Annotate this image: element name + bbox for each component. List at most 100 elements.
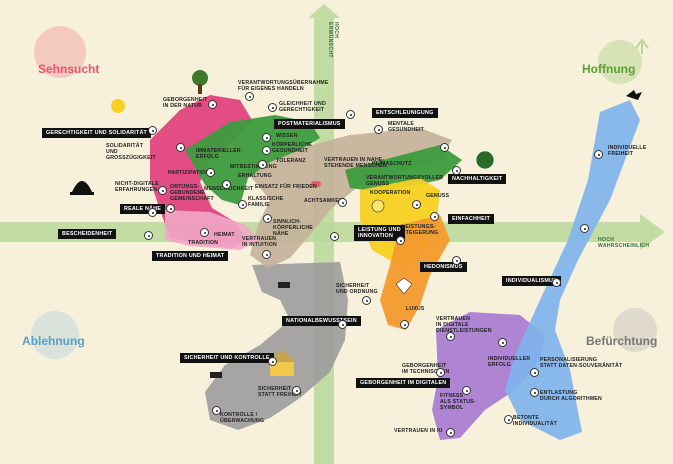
tag-bescheidenheit: BESCHEIDENHEIT [58,229,117,239]
marker-dot [148,126,157,135]
marker-dot [268,103,277,112]
marker-dot [362,296,371,305]
label-gleichheit: GLEICHHEIT UND GERECHTIGKEIT [279,101,326,113]
label-vertrauen-nahe: VERTRAUEN IN NAHE- STEHENDE MENSCHEN [324,157,387,169]
marker-dot [166,204,175,213]
label-klimaschutz: KLIMASCHUTZ [372,161,412,167]
label-tradition: TRADITION [188,240,219,246]
label-personalisierung: PERSONALISIERUNG STATT DATEN-SOUVERÄNITÄ… [540,357,623,369]
label-sinnlich: SINNLICH- KÖRPERLICHE NÄHE [273,219,313,237]
marker-dot [262,133,271,142]
label-vertrauen-intuition: VERTRAUEN IN INTUITION [242,236,277,248]
marker-dot [530,388,539,397]
marker-dot [452,166,461,175]
marker-dot [245,92,254,101]
label-wissen: WISSEN [276,133,298,139]
tag-nationalbewusstsein: NATIONALBEWUSSTSEIN [282,316,361,326]
marker-dot [346,110,355,119]
tag-individualismus: INDIVIDUALISMUS [502,276,561,286]
corner-sehnsucht: Sehnsucht [38,62,100,76]
label-einsatz-frieden: EINSATZ FÜR FRIEDEN [255,184,317,190]
marker-dot [144,231,153,240]
marker-dot [222,180,231,189]
corner-ablehnung: Ablehnung [22,334,85,348]
label-individuelle-freiheit: INDIVIDUELLE FREIHEIT [608,145,647,157]
marker-dot [446,332,455,341]
marker-dot [148,208,157,217]
marker-dot [258,160,267,169]
label-ortungsgebundene: ORTUNGS- GEBUNDENE GEMEINSCHAFT [170,184,214,202]
marker-dot [446,428,455,437]
ablehnung-blob [31,311,79,359]
marker-dot [330,232,339,241]
tag-hedonismus: HEDONISMUS [420,262,467,272]
label-geborgenheit-natur: GEBORGENHEIT IN DER NATUR [163,97,208,109]
axis-label-horizontal: HOCH WAHRSCHEINLICH [598,237,650,249]
bulb-icon [371,199,385,213]
tag-reale-naehe: REALE NÄHE [120,204,166,214]
tag-geborgenheit-digital: GEBORGENHEIT IM DIGITALEN [356,378,451,388]
label-sicherheit-ordnung: SICHERHEIT UND ORDNUNG [336,283,378,295]
marker-dot [206,168,215,177]
label-betonte-individualitaet: BETONTE INDIVIDUALITÄT [513,415,558,427]
globe-icon [475,150,495,170]
marker-dot [498,338,507,347]
marker-dot [176,143,185,152]
label-vertrauen-ki: VERTRAUEN IN KI [394,428,443,434]
label-leistungssteigerung: LEISTUNGS- STEIGERUNG [402,224,439,236]
tag-tradition-heimat: TRADITION UND HEIMAT [152,251,229,261]
tag-postmaterialismus: POSTMATERIALISMUS [274,119,345,129]
marker-dot [436,368,445,377]
tag-gerechtigkeit: GERECHTIGKEIT UND SOLIDARITÄT [42,128,152,138]
label-erhaltung: ERHALTUNG [238,173,272,179]
label-achtsamkeit: ACHTSAMKEIT [304,198,344,204]
label-fitness: FITNESS ALS STATUS- SYMBOL [440,393,476,411]
arrow-up-icon [635,38,649,54]
marker-dot [212,406,221,415]
marker-dot [530,368,539,377]
marker-dot [462,386,471,395]
camera-icon [210,282,290,378]
marker-dot [292,386,301,395]
label-entlastung: ENTLASTUNG DURCH ALGORITHMEN [540,390,602,402]
security-ribbon [205,262,348,430]
label-solidaritaet: SOLIDARITÄT UND GROSSZÜGIGKEIT [106,143,156,161]
marker-dot [452,256,461,265]
tradition-lower [165,210,260,250]
postmaterialismus-ribbon [185,115,320,205]
label-immaterieller-erfolg: IMMATERIELLER ERFOLG [196,148,241,160]
marker-dot [412,200,421,209]
label-luxus: LUXUS [406,306,425,312]
marker-dot [200,228,209,237]
label-individueller-erfolg: INDIVIDUELLER ERFOLG [488,356,531,368]
bird-icon [626,90,642,100]
tree-icon [192,70,208,94]
sun-icon [111,99,125,113]
label-geborgenheit-technisch: GEBORGENHEIT IM TECHNISCHEN [402,363,450,375]
corner-befuerchtung: Befürchtung [586,334,658,348]
marker-dot [262,250,271,259]
label-partizipation: PARTIZIPATION [168,170,210,176]
label-klassische-familie: KLASSISCHE FAMILIE [248,196,284,208]
marker-dot [338,198,347,207]
hoffnung-blob [598,40,642,84]
label-nicht-digitale: NICHT-DIGITALE ERFAHRUNGEN [115,181,159,193]
tag-entschleunigung: ENTSCHLEUNIGUNG [372,108,438,118]
tag-einfachheit: EINFACHHEIT [448,214,495,224]
diamond-icon [395,277,413,295]
marker-dot [430,212,439,221]
marker-dot [552,278,561,287]
befuerchtung-blob [613,308,657,352]
marker-dot [338,320,347,329]
axis-label-vertical: HOCH ERWÜNSCHT [327,22,339,59]
corner-hoffnung: Hoffnung [582,62,636,76]
heart-icon [311,181,321,187]
label-verantwortung: VERANTWORTUNGSÜBERNAHME FÜR EIGENES HAND… [238,80,329,92]
marker-dot [238,200,247,209]
label-heimat: HEIMAT [214,232,235,238]
bell-icon [70,181,94,195]
label-sicherheit-statt-freiheit: SICHERHEIT STATT FREIHEIT [258,386,302,398]
label-mitbestimmung: MITBESTIMMUNG [230,164,277,170]
marker-dot [580,224,589,233]
